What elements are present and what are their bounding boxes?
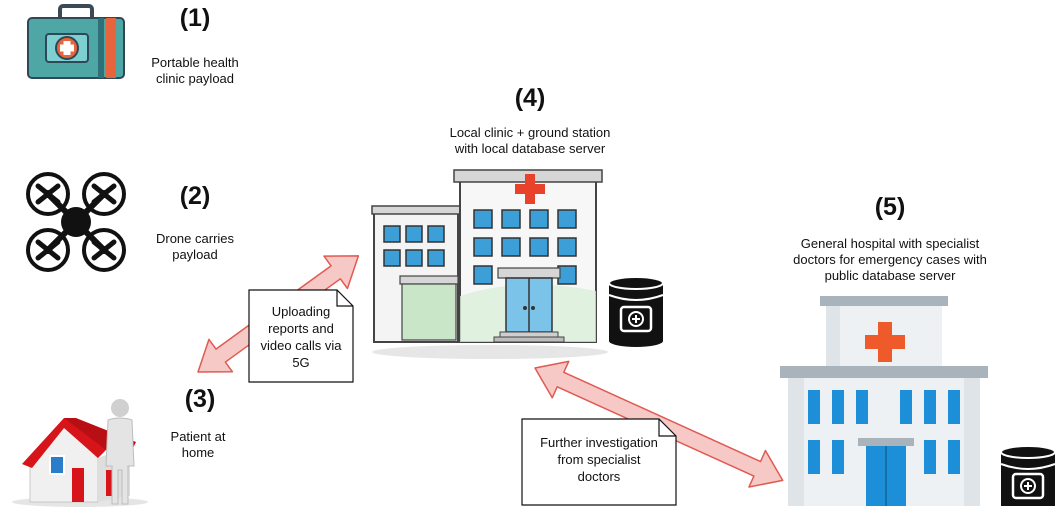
step-caption-5: General hospital with specialist doctors…: [793, 236, 987, 283]
medical-kit-icon: [27, 4, 125, 79]
investigation-note-shape: [521, 418, 677, 506]
step-number-1: (1): [179, 4, 211, 32]
drone-icon: [26, 172, 126, 272]
step-number-5: (5): [874, 193, 906, 221]
step-number-3: (3): [184, 385, 216, 413]
database-server-icon: [1000, 445, 1056, 506]
database-server-icon: [608, 276, 664, 347]
step-number-4: (4): [514, 84, 546, 112]
step-caption-4: Local clinic + ground station with local…: [449, 125, 611, 156]
upload-note-shape: [248, 289, 354, 383]
step-number-2: (2): [179, 182, 211, 210]
step-caption-2: Drone carries payload: [155, 231, 235, 262]
upload-note-text: Uploading reports and video calls via 5G: [260, 304, 342, 370]
general-hospital-icon: [780, 296, 988, 506]
patient-home-icon: [12, 399, 148, 507]
step-caption-3: Patient at home: [170, 429, 226, 460]
investigation-note-text: Further investigation from specialist do…: [540, 435, 658, 484]
local-clinic-icon: [371, 169, 608, 359]
step-caption-1: Portable health clinic payload: [151, 55, 239, 86]
